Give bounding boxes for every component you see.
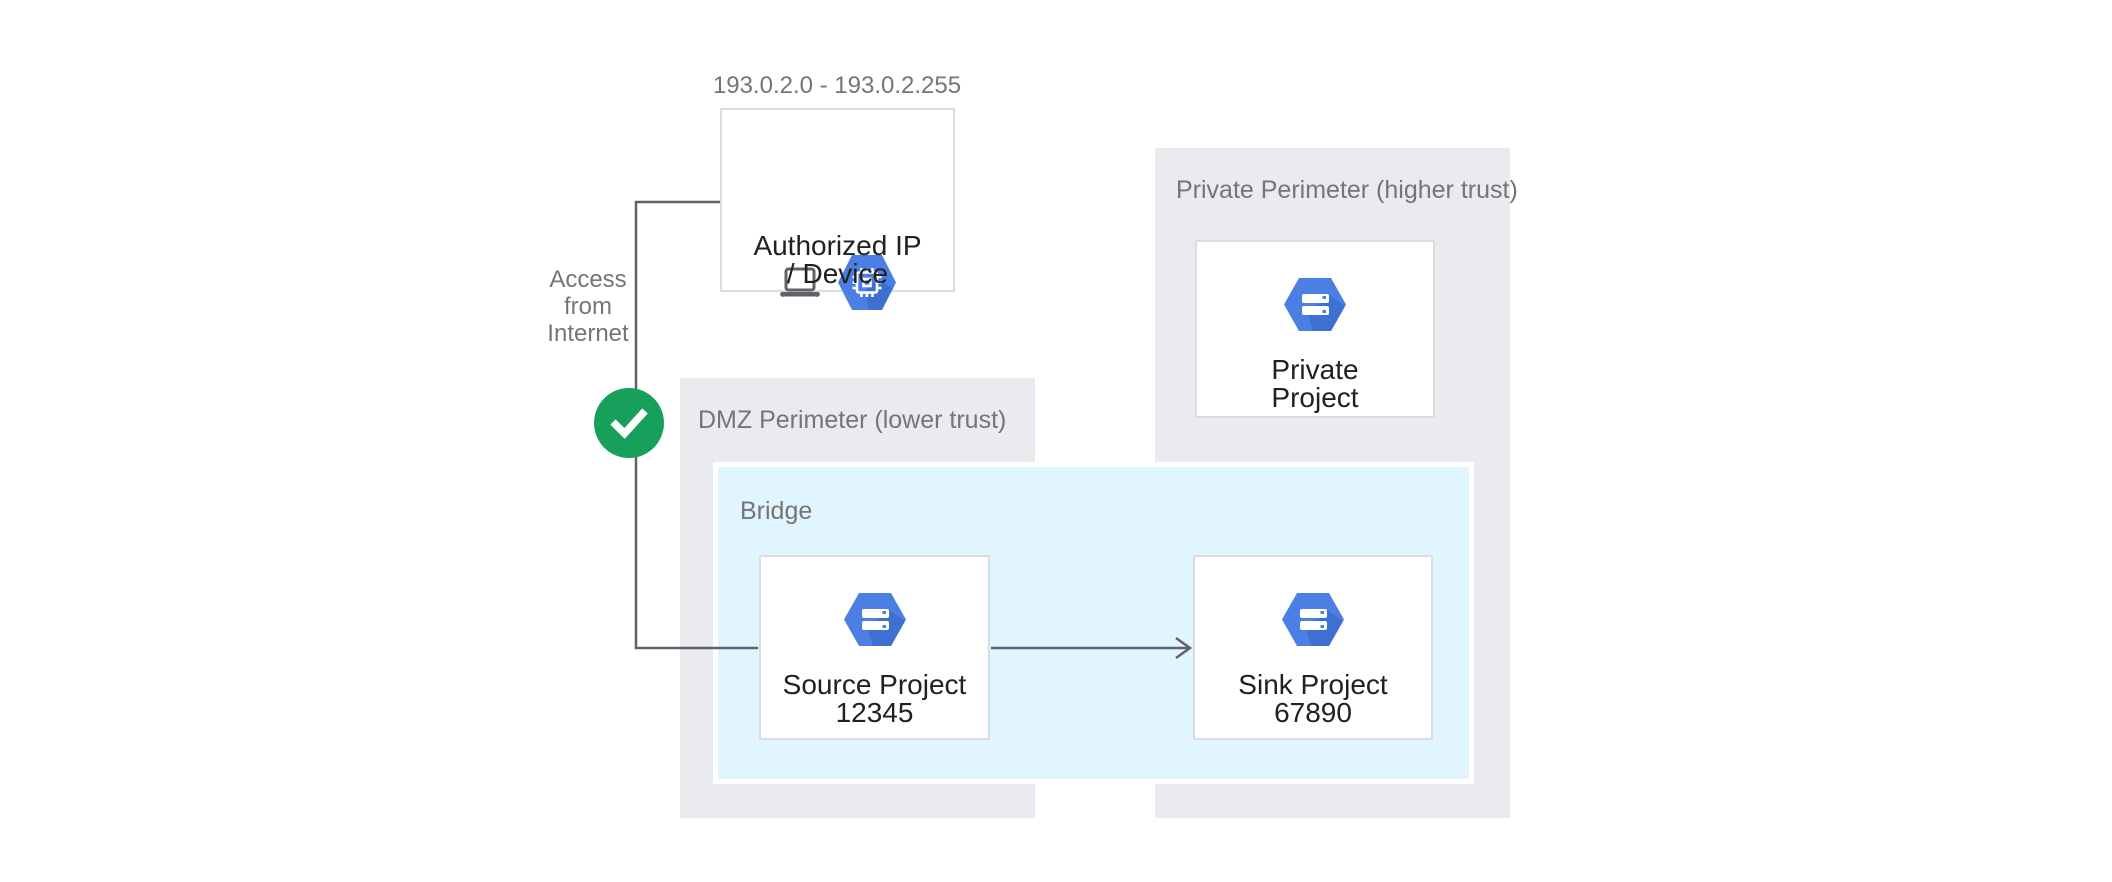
compute-engine-icon: [838, 255, 896, 315]
laptop-icon: [779, 267, 821, 303]
sink-project-node: Sink Project 67890: [1193, 555, 1433, 740]
private-project-label: Private Project: [1271, 354, 1359, 413]
gcp-project-icon: [1284, 278, 1346, 336]
dmz-perimeter-label: DMZ Perimeter (lower trust): [698, 406, 1007, 434]
bridge-label: Bridge: [740, 497, 813, 525]
access-from-internet-label: Access from Internet: [547, 266, 629, 347]
source-project-label: Source Project 12345: [782, 669, 967, 728]
private-perimeter-label: Private Perimeter (higher trust): [1176, 176, 1518, 204]
ip-range-label: 193.0.2.0 - 193.0.2.255: [712, 72, 962, 99]
authorized-ip-device-label: Authorized IP / Device: [753, 230, 922, 289]
sink-project-label: Sink Project 67890: [1238, 669, 1388, 728]
private-project-node: Private Project: [1195, 240, 1435, 418]
authorized-ip-device-node: Authorized IP / Device: [720, 108, 955, 310]
gcp-project-icon: [843, 593, 906, 651]
source-project-node: Source Project 12345: [759, 555, 990, 740]
check-icon: [594, 386, 664, 461]
access-allowed-badge: [594, 388, 664, 458]
gcp-project-icon: [1282, 593, 1344, 651]
